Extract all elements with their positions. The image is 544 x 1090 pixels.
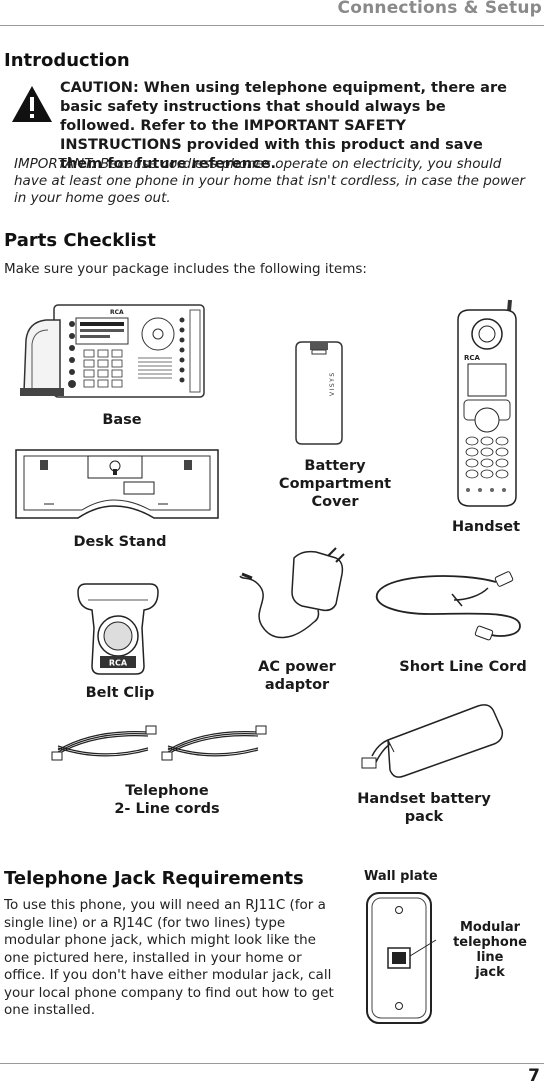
intro-heading: Introduction — [4, 50, 130, 71]
footer-divider — [0, 1063, 544, 1064]
battery-cover-label: Battery Compartment Cover — [278, 458, 392, 510]
important-note: IMPORTANT: Because cordless phones opera… — [14, 156, 525, 206]
desk-stand-illustration — [15, 449, 219, 519]
parts-heading: Parts Checklist — [4, 230, 156, 251]
ac-adaptor-label: AC power adaptor — [258, 659, 336, 693]
header-divider — [0, 25, 544, 26]
handset-label: Handset — [451, 519, 521, 535]
short-line-cord-illustration — [375, 571, 521, 641]
parts-subtitle: Make sure your package includes the foll… — [4, 261, 367, 277]
belt-clip-label: Belt Clip — [85, 685, 155, 701]
line-cords-label: Telephone 2- Line cords — [114, 783, 220, 817]
page-number: 7 — [528, 1066, 540, 1086]
svg-text:RCA: RCA — [464, 354, 481, 362]
battery-cover-illustration: VISYS — [295, 341, 343, 445]
base-illustration: RCA — [20, 304, 205, 398]
warning-icon — [12, 86, 52, 122]
short-line-cord-label: Short Line Cord — [399, 659, 527, 675]
wall-plate-label: Wall plate — [364, 869, 438, 884]
modular-jack-label: Modular telephone line jack — [453, 920, 527, 980]
ac-adaptor-illustration — [239, 547, 345, 639]
caution-text: CAUTION: When using telephone equipment,… — [60, 80, 507, 172]
wall-plate-illustration — [366, 892, 437, 1024]
section-title: Connections & Setup — [337, 0, 542, 18]
svg-text:VISYS: VISYS — [329, 371, 336, 396]
jack-body: To use this phone, you will need an RJ11… — [4, 897, 334, 1018]
battery-pack-label: Handset battery pack — [357, 791, 491, 825]
battery-pack-illustration — [361, 704, 504, 778]
desk-stand-label: Desk Stand — [73, 534, 167, 550]
jack-heading: Telephone Jack Requirements — [4, 868, 304, 889]
svg-text:RCA: RCA — [109, 659, 128, 668]
belt-clip-illustration: RCA — [77, 583, 159, 675]
line-cords-illustration — [51, 725, 267, 761]
base-label: Base — [102, 412, 142, 428]
handset-illustration: RCA — [457, 299, 517, 507]
svg-text:RCA: RCA — [110, 309, 124, 316]
